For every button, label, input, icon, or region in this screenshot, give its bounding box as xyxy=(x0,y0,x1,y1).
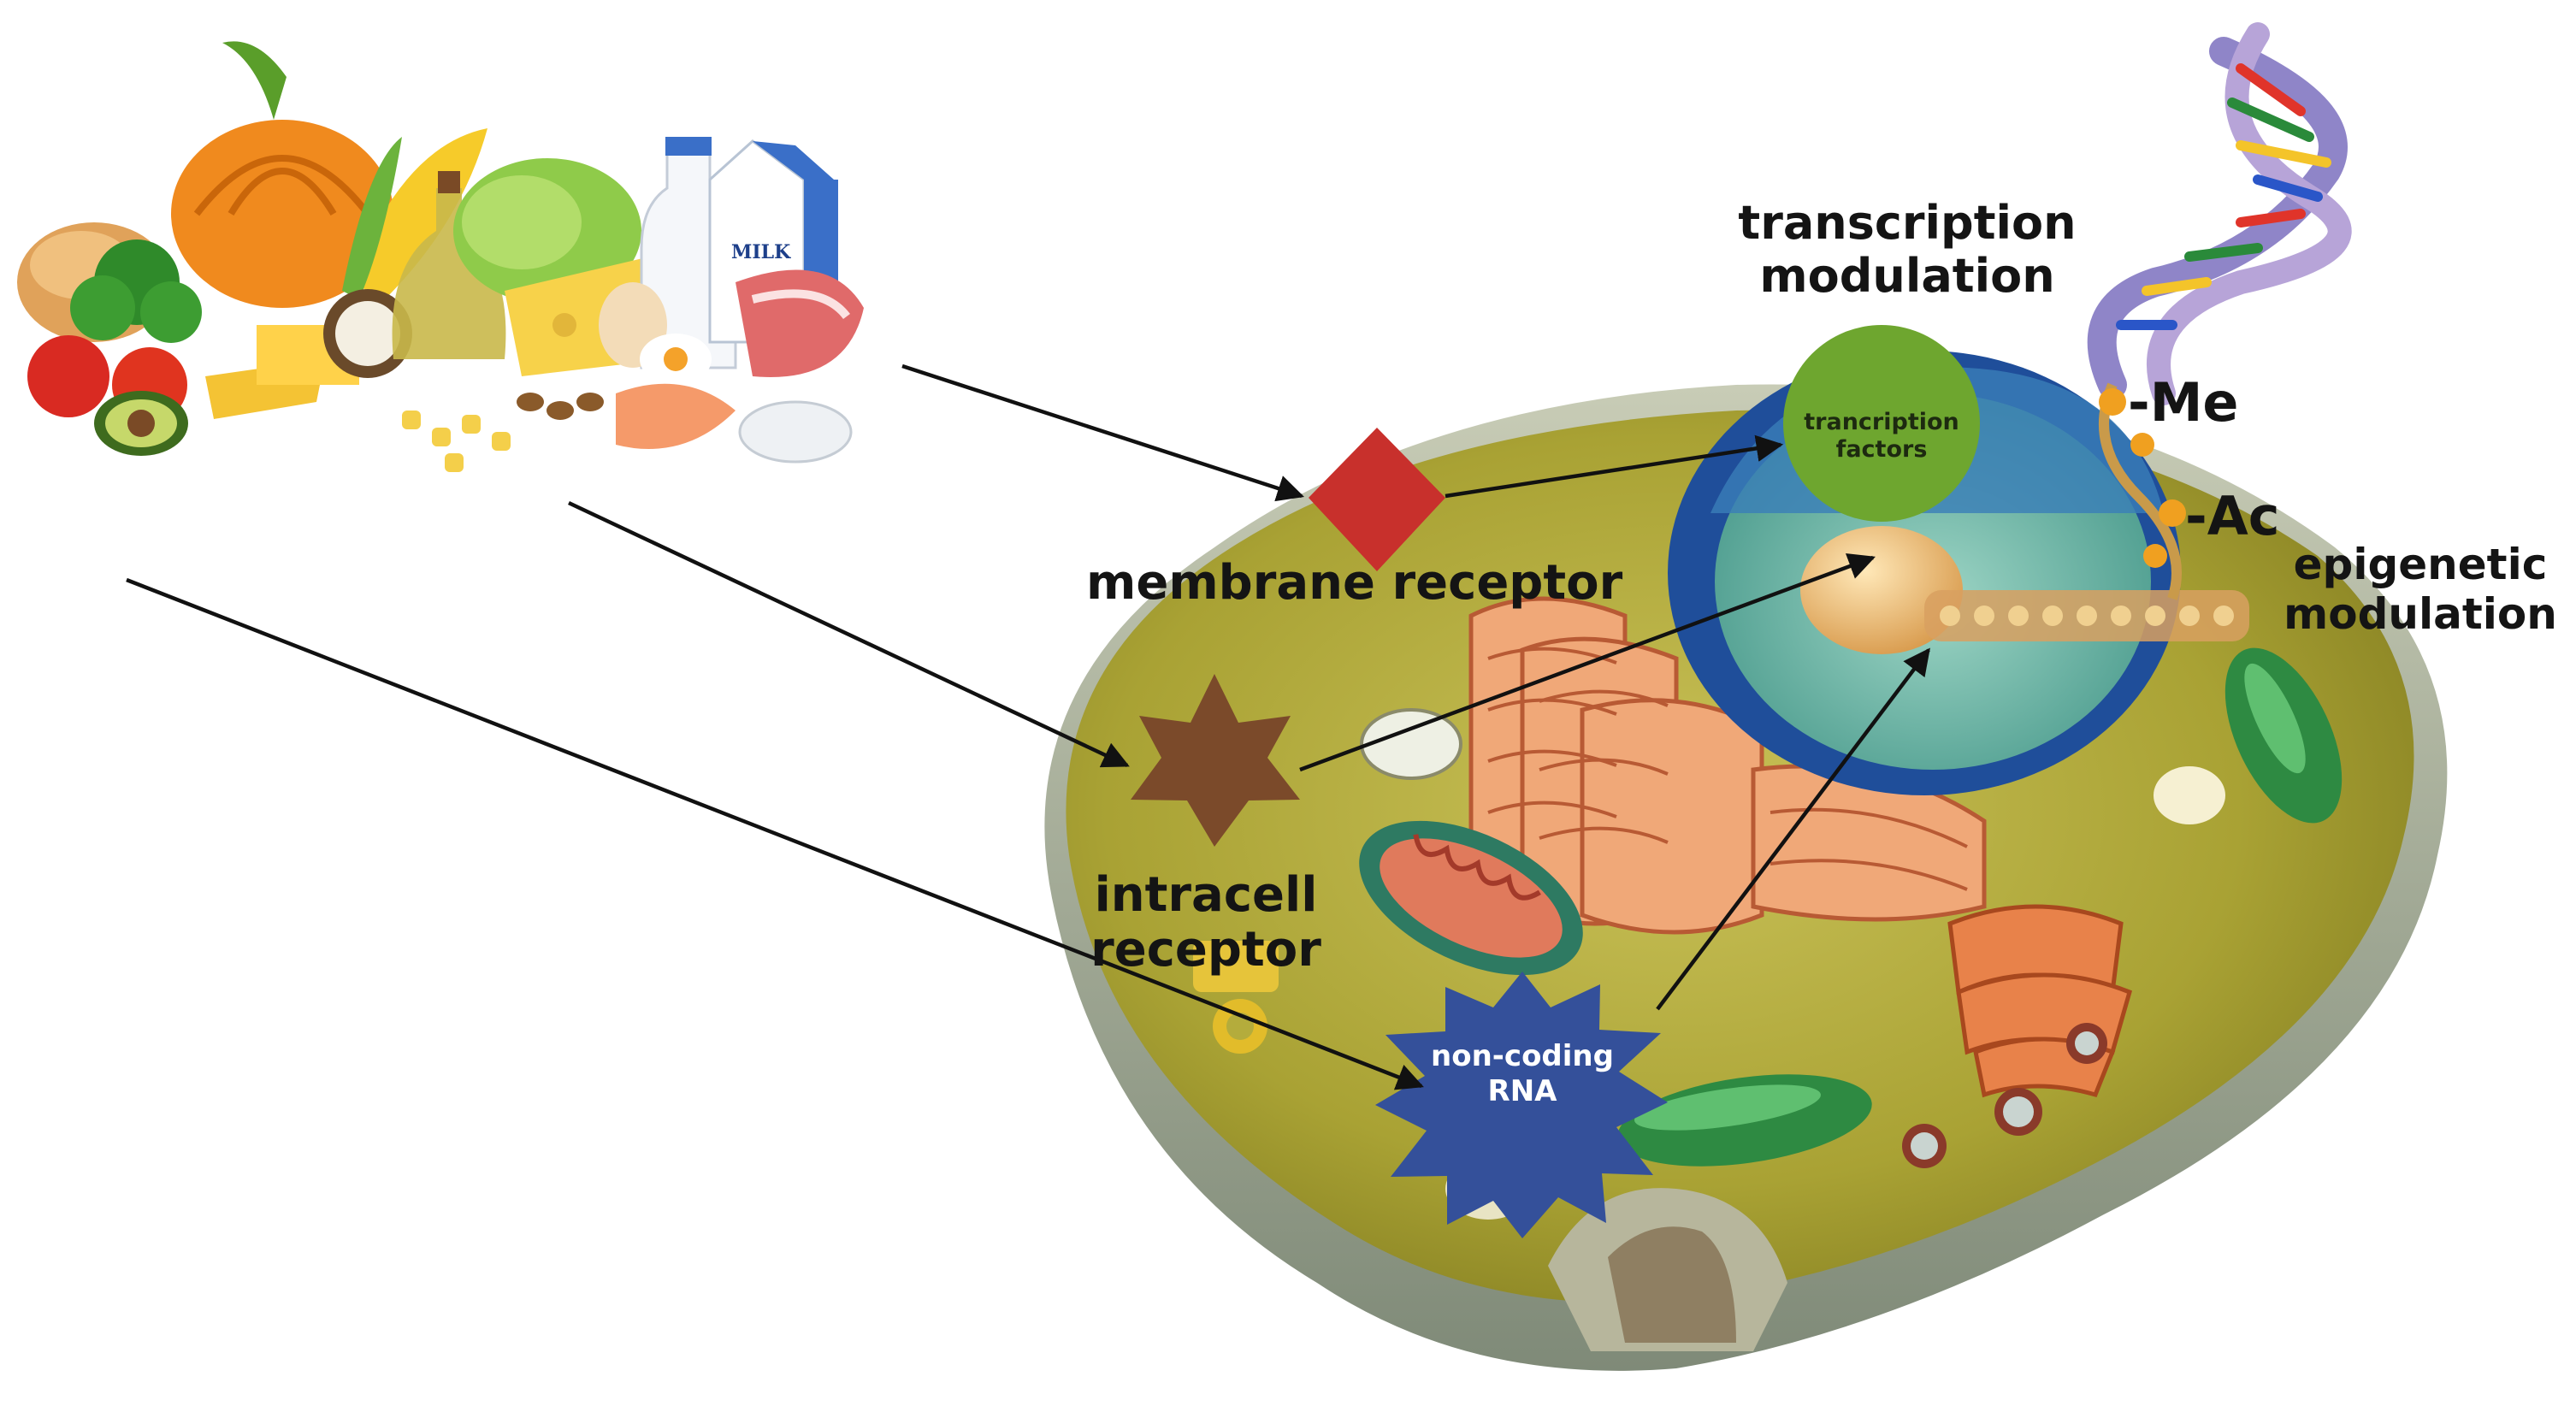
milk-carton-label: MILK xyxy=(731,241,791,263)
epigenetic-modulation-label-line-2: modulation xyxy=(2284,588,2557,639)
arrow-food-to-membrane xyxy=(901,363,1304,502)
methyl-label: -Me xyxy=(2128,371,2239,434)
transcription-factors-label-line-1: trancription xyxy=(1804,409,1959,435)
intracell-receptor-shape xyxy=(1131,674,1300,847)
transcription-factors-label-line-2: factors xyxy=(1835,436,1928,464)
epigenetic-modulation-label-line-1: epigenetic xyxy=(2293,540,2548,589)
intracell-receptor-label: intracell receptor xyxy=(1086,867,1326,978)
epigenetic-modulation-label: epigenetic modulation xyxy=(2275,540,2566,639)
acetyl-label: -Ac xyxy=(2185,485,2280,547)
food-illustration-icon xyxy=(17,41,864,472)
intracell-receptor-label-line-1: intracell xyxy=(1094,867,1318,923)
transcription-modulation-label-line-2: modulation xyxy=(1759,249,2055,304)
transcription-modulation-label: transcription modulation xyxy=(1736,196,2078,304)
transcription-factors-label: trancription factors xyxy=(1770,409,1993,464)
membrane-receptor-label: membrane receptor xyxy=(1086,555,1623,611)
non-coding-rna-shape xyxy=(1375,972,1668,1238)
arrow-food-to-intracell xyxy=(568,500,1130,768)
non-coding-rna-label-line-2: RNA xyxy=(1487,1073,1557,1108)
arrow-rna-to-chromatin xyxy=(1656,647,1930,1011)
transcription-factors-shape xyxy=(1783,325,1980,522)
transcription-modulation-label-line-1: transcription xyxy=(1738,196,2077,250)
arrow-membrane-to-tf xyxy=(1445,434,1784,499)
non-coding-rna-label-line-1: non-coding xyxy=(1431,1039,1614,1073)
arrow-intracell-to-tf xyxy=(1299,553,1876,772)
arrows xyxy=(126,363,1930,1090)
dna-helix-icon xyxy=(2087,22,2352,600)
non-coding-rna-label: non-coding RNA xyxy=(1407,1039,1638,1109)
membrane-receptor-shape xyxy=(1309,428,1445,571)
intracell-receptor-label-line-2: receptor xyxy=(1090,922,1321,978)
arrow-food-to-rna xyxy=(126,577,1424,1090)
